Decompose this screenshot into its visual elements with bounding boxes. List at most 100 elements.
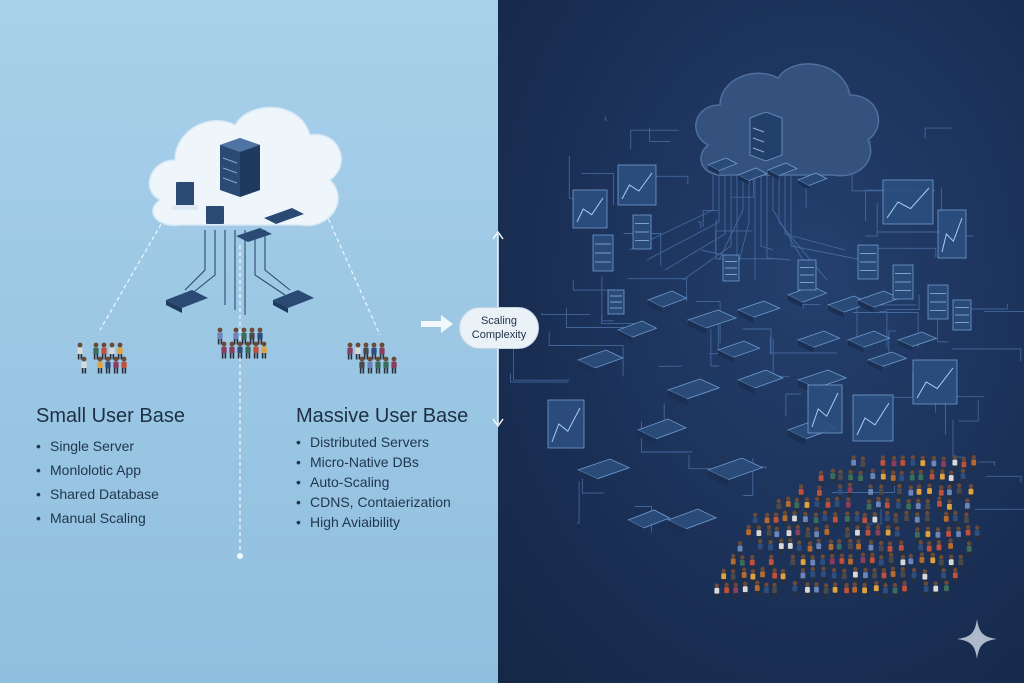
device-icon <box>576 349 624 374</box>
person-figure <box>883 583 888 599</box>
feature-item: CDNS, Contaierization <box>296 492 451 512</box>
feature-item: Monlolotic App <box>36 458 159 482</box>
person-figure <box>948 538 953 554</box>
person-figure <box>856 539 861 555</box>
person-figure <box>900 566 906 583</box>
server-icon <box>857 244 879 280</box>
person-figure <box>824 524 830 540</box>
device-icon <box>647 290 688 313</box>
person-figure <box>359 356 365 374</box>
server-icon <box>927 284 949 320</box>
person-figure <box>768 554 774 570</box>
dashboard-screen <box>852 394 894 442</box>
person-figure <box>868 484 874 500</box>
person-figure <box>860 456 866 472</box>
person-figure <box>714 583 720 599</box>
person-figure <box>93 342 99 360</box>
person-figure <box>878 484 884 500</box>
person-figure <box>391 356 397 374</box>
feature-item: Auto-Scaling <box>296 472 451 492</box>
server-icon <box>892 264 914 300</box>
person-figure <box>880 468 886 485</box>
device-icon <box>736 300 781 323</box>
scaling-complexity-label: Scaling Complexity <box>459 307 539 349</box>
person-figure <box>878 555 884 571</box>
person-figure <box>914 512 920 528</box>
person-figure <box>347 342 353 360</box>
person-figure <box>814 496 820 513</box>
dashboard-screen <box>937 209 967 259</box>
person-figure <box>884 510 890 527</box>
person-figure <box>371 342 377 360</box>
person-figure <box>836 538 842 555</box>
person-figure <box>790 554 796 570</box>
person-figure <box>741 567 747 583</box>
feature-item: Distributed Servers <box>296 432 451 452</box>
person-figure <box>838 469 843 486</box>
device-icon <box>796 330 841 353</box>
device-icon <box>666 378 721 406</box>
person-figure <box>105 356 111 374</box>
device-icon <box>737 167 768 185</box>
device-icon <box>767 162 798 180</box>
person-figure <box>121 356 127 374</box>
small-user-base-panel: Small User Base Single Server Monlolotic… <box>0 0 498 683</box>
person-figure <box>757 539 763 555</box>
small-user-base-features: Single Server Monlolotic App Shared Data… <box>36 434 159 530</box>
person-figure <box>844 511 850 527</box>
person-figure <box>772 568 778 584</box>
person-figure <box>880 455 886 471</box>
person-figure <box>930 552 936 569</box>
person-figure <box>109 342 115 360</box>
person-figure <box>805 582 810 598</box>
person-figure <box>960 468 966 484</box>
person-figure <box>914 527 920 543</box>
person-figure <box>772 582 777 599</box>
person-figure <box>742 581 748 598</box>
device-icon <box>686 309 738 334</box>
person-figure <box>899 470 905 487</box>
person-figure <box>910 455 916 471</box>
person-figure <box>795 524 801 541</box>
person-figure <box>866 499 872 515</box>
device-icon <box>636 418 688 446</box>
dashboard-screen <box>617 164 657 206</box>
massive-user-base-features: Distributed Servers Micro-Native DBs Aut… <box>296 432 451 532</box>
person-figure <box>847 482 853 498</box>
server-icon <box>592 234 614 272</box>
server-icon <box>952 299 972 331</box>
person-figure <box>936 539 942 556</box>
person-figure <box>894 526 900 542</box>
person-figure <box>948 470 954 486</box>
person-figure <box>902 580 907 597</box>
person-figure <box>773 512 779 528</box>
person-figure <box>730 553 736 570</box>
person-figure <box>261 341 267 359</box>
person-figure <box>77 342 83 360</box>
device-cluster <box>576 157 938 536</box>
person-figure <box>881 567 887 584</box>
person-figure <box>968 483 974 500</box>
person-figure <box>249 327 255 345</box>
person-figure <box>794 497 800 514</box>
person-figure <box>721 568 727 585</box>
person-figure <box>782 510 788 527</box>
person-figure <box>803 511 808 527</box>
person-figure <box>952 510 958 527</box>
feature-item: High Aviaibility <box>296 512 451 532</box>
person-figure <box>862 512 868 529</box>
device-icon <box>627 509 671 534</box>
person-figure <box>379 342 385 360</box>
person-figure <box>113 356 119 374</box>
network-wires <box>184 230 291 315</box>
person-figure <box>900 455 906 471</box>
person-figure <box>800 567 806 584</box>
person-figure <box>764 582 769 598</box>
dashboard-screen <box>882 179 934 225</box>
person-figure <box>870 468 876 484</box>
person-figure <box>816 538 822 555</box>
server-icon <box>607 289 625 315</box>
person-figure <box>855 525 860 541</box>
person-figure <box>780 568 786 585</box>
person-figure <box>839 553 845 569</box>
